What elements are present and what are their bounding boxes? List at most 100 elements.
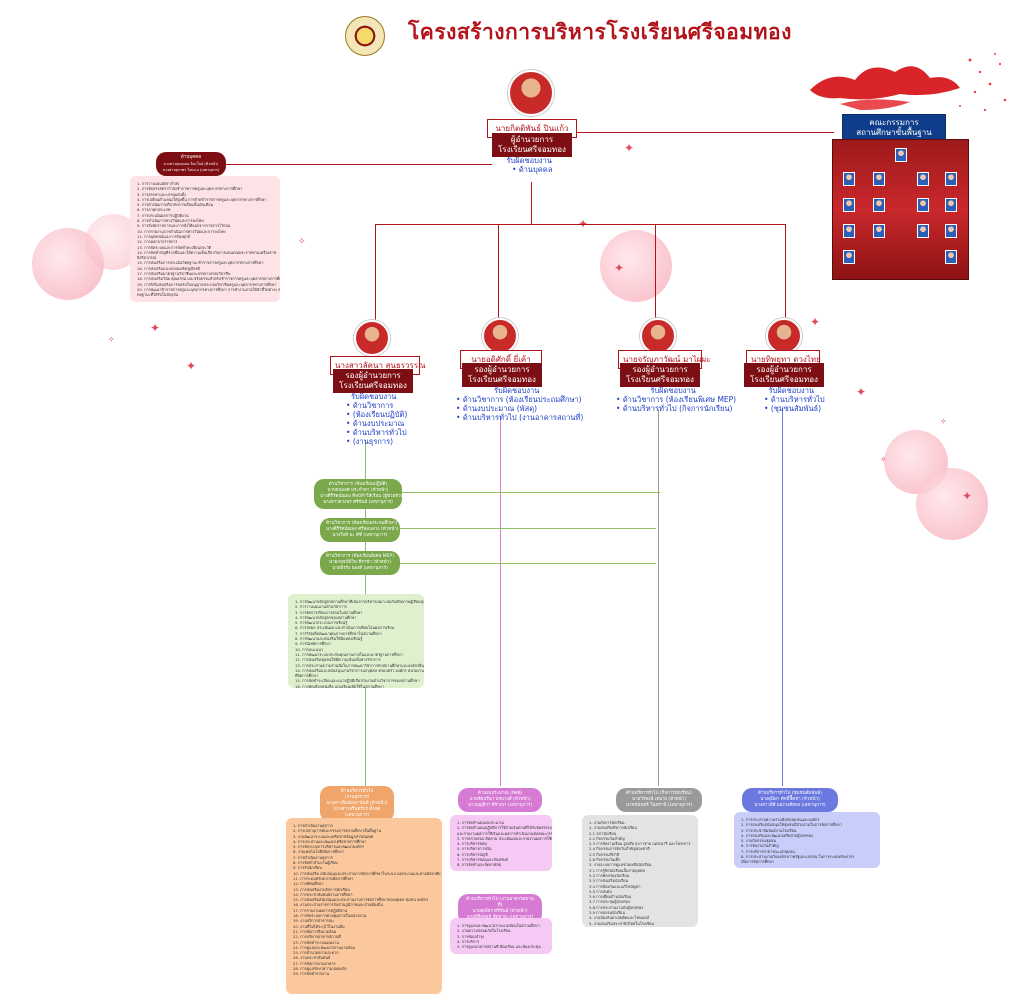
community-duty-list: 1. การประสานความร่วมมือกับชุมชนและองค์กร… [734,812,880,868]
duty-item: 6. การลาทุกประเภท [137,207,171,213]
duty-item: 23. การจัดทำระบบแผนงาน [293,939,339,945]
duty-item: 10. การส่งเสริม สนับสนุนและประสานการจัดก… [293,870,441,876]
committee-photo [832,139,969,280]
group-line: นางศิริรัตน์ณพง ศิลป์ทำให้เรียน (ผู้ช่วย… [320,494,411,499]
committee-member-photo [945,198,957,212]
duty-item: 2. การวางแผนงานด้านวิชาการ [295,604,347,610]
duty-item: 28. การดูแลรักษาความปลอดภัย [293,966,347,972]
duty-item: 3. การตรวจสอบ ติดตาม ประเมินผลและรายงานผ… [457,835,552,841]
duty-item: 5. งานกิจกรรมชุมชน [741,838,777,844]
general-group-pill: ด้านบริหารทั่วไป (งานธุรการ) นางสาวพิมพ์… [320,786,394,822]
duty-item: 3. การซ่อมบำรุง [457,933,485,939]
duty-item: 1. การวางแผนอัตรากำลัง [137,181,180,186]
deputy-photo [482,318,518,354]
duty-item: 9. การนิเทศการศึกษา [295,641,331,647]
sparkle-icon: ✧ [880,455,887,464]
resp-item: ด้านงบประมาณ [346,419,407,428]
duty-item: 2. การส่งเสริมสนับสนุนให้ชุมชนมีส่วนร่วม… [741,822,842,828]
deputy-photo [640,318,676,354]
resp-item: ด้านวิชาการ [346,401,407,410]
duty-item: 4. การพัฒนาหลักสูตรของสถานศึกษา [295,614,357,620]
duty-item: 18. การส่งเสริมวินัย คุณธรรม และจริยธรรม… [137,276,280,282]
group-line: นางสาวดวงพร ศรีขันธ์ (เลขานุการ) [323,500,393,505]
duty-item: 14. การประชาสัมพันธ์งานการศึกษา [293,891,353,897]
director-photo [508,70,554,116]
duty-item: 27. การจัดการงานอาคาร [293,960,336,966]
connector-line [658,410,659,786]
duty-item: 16. งานประสานราชการกับส่วนภูมิภาคและส่วน… [293,902,383,908]
duty-item: 1. การพัฒนาหลักสูตรสถานศึกษาที่เน้นการบร… [295,599,424,604]
duty-item: 4. การเปลี่ยนตำแหน่งให้สูงขึ้น การย้ายข้… [137,196,267,202]
personnel-line: นางสาวบุษบงอน จินะใจน์ (หัวหน้า) [163,162,219,166]
duty-item: 3.1 การรู้จักนักเรียนเป็นรายบุคคล [589,867,645,873]
duty-item: 18. การจัดระบบการควบคุมภายในหน่วยงาน [293,913,367,919]
student-group-pill: ด้านบริหารทั่วไป (กิจการนักเรียน) นายวีร… [616,788,702,812]
duty-item: 9. การสั่งพักราชการและการสั่งให้ออกจากรา… [137,223,231,229]
connector-line [572,132,834,133]
sparkle-icon: ✦ [856,385,867,399]
group-title: ด้านวิชาการ (ห้องเรียนปฏิบัติ) [328,482,388,487]
committee-member-photo [917,198,929,212]
sparkle-icon: ✦ [624,141,635,155]
duty-item: 6. การวัดผล ประเมินผล และดำเนินการเทียบโ… [295,625,395,631]
resp-item: (ชุมชนสัมพันธ์) [764,404,825,413]
duty-item: 6. งานวินัยนักเรียน [589,926,691,927]
duty-item: 14. การจัดทำบัญชีรายชื่อและให้ความเห็นเก… [137,249,277,255]
duty-item: 19. การริเริ่มส่งเสริมการขอรับใบอนุญาตปร… [137,281,277,287]
resp-item: ด้านบริหารทั่วไป (งานอาคารสถานที่) [456,413,583,422]
duty-item: 19. งานบริการสาธารณะ [293,918,335,924]
duty-item: 5. การจัดระบบการบริหารและพัฒนาองค์กร [293,844,364,850]
sparkle-icon: ✦ [614,261,625,275]
academic-duty-list: 1. การพัฒนาหลักสูตรสถานศึกษาที่เน้นการบร… [288,594,424,688]
duty-item: 7. การวิจัยเพื่อพัฒนาคุณภาพการศึกษาในสถา… [295,630,382,636]
duty-item: 3.5 การส่งต่อ [589,888,612,894]
duty-item: 2. งานความปลอดภัยในโรงเรียน [457,928,511,934]
duty-item: และรายงานผลการใช้เงินและผลการดำเนินงานต่… [457,830,552,836]
duty-item: 26. งานประชาสัมพันธ์ [293,955,331,961]
connector-line [531,182,532,224]
duty-item: 9. การรับนักเรียน [293,865,322,871]
group-line: นายธนพงศ ประกำดา (หัวหน้า) [327,488,389,493]
committee-member-photo [873,224,885,238]
committee-title: คณะกรรมการ สถานศึกษาขั้นพื้นฐาน [842,114,946,142]
sparkle-icon: ✧ [298,237,306,247]
duty-item: 1. การประสานความร่วมมือกับชุมชนและองค์กร [741,817,820,822]
duty-item: 3.8 การประสานงานกับผู้ปกครอง [589,904,644,910]
duty-item: ทยฐานะที่ได้รับในปัจจุบัน [137,292,179,298]
deputy-photo [354,320,390,356]
committee-member-photo [843,198,855,212]
connector-line [498,224,499,320]
duty-item: 7. การประเมินผลการปฏิบัติงาน [137,212,189,218]
connector-line [375,224,785,225]
resp-item: (ห้องเรียนปฏิบัติ) [346,410,408,419]
page-title: โครงสร้างการบริหารโรงเรียนศรีจอมทอง [408,20,792,44]
sparkle-icon: ✧ [108,335,115,344]
duty-item: 22. การบริหารอาคารสถานที่ [293,934,341,940]
budget-group-pill: ด้านงบประมาณ (พัสดุ) นายชัยปรีนา พรมวงศ์… [458,788,542,812]
duty-item: 2. งานส่งเสริมกิจการนักเรียน [589,825,637,831]
duty-item: 24. การดูแลและพัฒนาสภาพแวดล้อม [293,944,356,950]
group-line: นางศิริรัตน์ณพง ศรีอ่อนลวง (หัวหน้า) [326,527,399,532]
duty-item: 8. การพัฒนาและส่งเสริมให้มีแหล่งเรียนรู้ [295,636,363,642]
duty-list-items: 1. การพัฒนาหลักสูตรสถานศึกษาที่เน้นการบร… [295,599,424,688]
connector-line [400,528,656,529]
deputy-photo [766,318,802,354]
committee-member-photo [945,250,957,264]
committee-member-photo [945,224,957,238]
resp-item: (งานธุรการ) [346,437,407,446]
sparkle-icon: ✦ [150,321,161,335]
deputy-responsibility: รับผิดชอบงาน ด้านวิชาการ (ห้องเรียนประถม… [450,386,583,422]
duty-item: 14. การส่งเสริมและสนับสนุนงานวิชาการแก่บ… [295,667,424,673]
duty-item: 1. การจัดทำแผนงบประมาณ [457,820,504,825]
duty-item: 7. การบริการสาธารณะแก่ชุมชน [741,848,795,854]
duty-item: 3. การประชาสัมพันธ์งานโรงเรียน [741,827,797,833]
duty-item: 11. การระดมทรัพยากรเพื่อการศึกษา [293,875,354,881]
resp-item: ด้านงบประมาณ (พัสดุ) [456,404,583,413]
resp-title: รับผิดชอบงาน [350,392,397,401]
duty-list-items: 1. การดูแลและพัฒนาสภาพแวดล้อมในสถานศึกษา… [457,923,545,949]
duty-item: 5. งานส่งเสริมประชาธิปไตยในโรงเรียน [589,920,654,926]
